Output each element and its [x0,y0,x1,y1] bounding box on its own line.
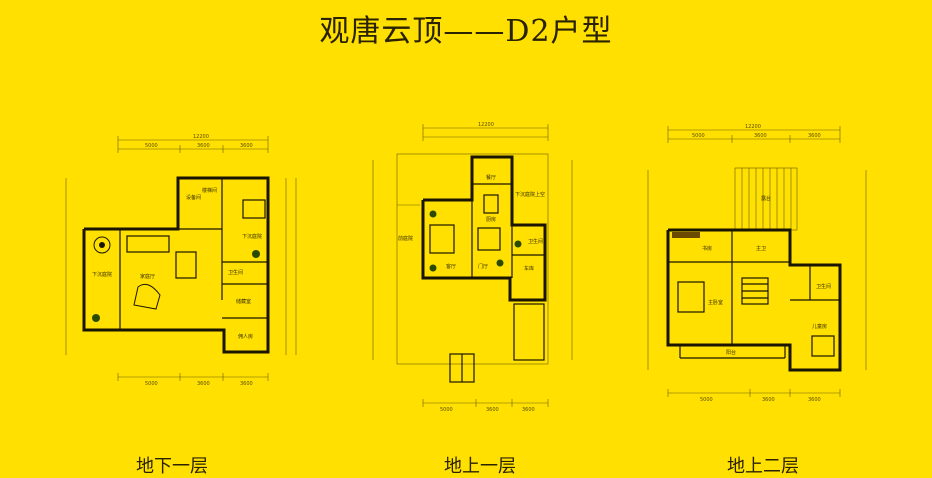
room-label: 门厅 [478,263,488,270]
dim-top-2: 3600 [197,143,210,149]
room-label: 书房 [702,245,712,252]
dim-bottom-3: 3600 [808,397,821,403]
dim-bottom-2: 3600 [197,381,210,387]
room-label: 家庭厅 [140,273,155,280]
room-label: 卫生间 [228,269,243,276]
dim-bottom-1: 5000 [145,381,158,387]
plan-upper: 12200 5000 3600 3600 5000 3600 3600 [647,124,867,403]
dim-top-1: 5000 [692,133,705,139]
room-label: 主卧室 [708,299,723,306]
dim-bottom-1: 5000 [700,397,713,403]
dim-top-total: 12200 [478,122,494,128]
plan-ground: 12200 5000 3600 3600 餐厅 厨房 客厅 卫生间 车库 门厅 … [372,122,573,413]
room-label: 储藏室 [236,298,251,305]
room-label: 前庭院 [398,235,413,242]
room-label: 佣人房 [238,333,253,340]
room-label: 下沉庭院 [242,233,262,240]
room-label: 厨房 [486,216,496,223]
room-label: 卫生间 [528,238,543,245]
room-label: 阳台 [726,349,736,356]
room-label: 车库 [524,265,534,272]
dim-top-3: 3600 [240,143,253,149]
page-title: 观唐云顶——D2户型 [319,14,613,49]
floor-label-upper: 地上二层 [727,456,799,477]
room-label: 客厅 [446,263,456,270]
room-label: 设备间 [186,194,201,201]
room-label: 露台 [761,195,771,202]
dim-top-2: 3600 [754,133,767,139]
floor-label-basement: 地下一层 [136,456,208,477]
dim-top-total: 12200 [745,124,761,130]
dim-top-1: 5000 [145,143,158,149]
room-label: 主卫 [756,245,766,252]
dim-bottom-2: 3600 [486,407,499,413]
room-label: 餐厅 [486,174,496,181]
dim-top-total: 12200 [193,134,209,140]
dim-bottom-1: 5000 [440,407,453,413]
plan-basement: 12200 5000 3600 3600 5000 3600 3600 下沉庭院 [65,134,297,387]
dim-bottom-3: 3600 [522,407,535,413]
room-label: 下沉庭院 [92,271,112,278]
dim-top-3: 3600 [808,133,821,139]
room-label: 卫生间 [816,283,831,290]
room-label: 楼梯间 [202,187,217,194]
dim-bottom-2: 3600 [762,397,775,403]
room-label: 儿童房 [812,323,827,330]
floor-label-ground: 地上一层 [444,456,516,477]
dim-bottom-3: 3600 [240,381,253,387]
room-label: 下沉庭院上空 [515,191,545,198]
